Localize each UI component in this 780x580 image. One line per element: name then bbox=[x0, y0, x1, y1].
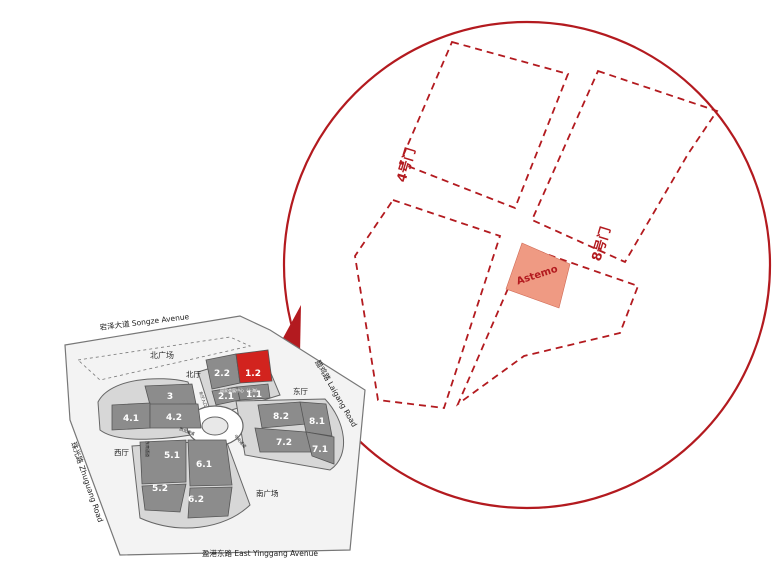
connector-label: 东厅入口 bbox=[198, 390, 209, 407]
hall-label: 7.2 bbox=[276, 438, 292, 448]
connector-label: 西北通道 bbox=[179, 425, 196, 436]
hall-1-2-block[interactable] bbox=[235, 349, 273, 384]
hall-1-1-block[interactable] bbox=[236, 383, 271, 401]
hall-8-1-block[interactable] bbox=[299, 401, 333, 437]
south-plaza-label: 南广场 bbox=[256, 488, 279, 498]
hall-label: 5.2 bbox=[152, 484, 168, 494]
hall-6-1-block[interactable] bbox=[187, 486, 233, 519]
hall-label: 3 bbox=[167, 392, 173, 402]
hall-label: 6.1 bbox=[196, 460, 212, 470]
block-northwest bbox=[398, 40, 570, 210]
hall-5-2-block[interactable] bbox=[139, 439, 187, 485]
hall-label: 4.2 bbox=[166, 413, 182, 423]
hall-label: 8.1 bbox=[309, 417, 325, 427]
block-southwest bbox=[354, 198, 502, 409]
north-plaza-label: 北广场 bbox=[150, 350, 174, 360]
astemo-booth[interactable]: Astemo bbox=[505, 242, 571, 309]
hall-label: 5.1 bbox=[164, 451, 180, 461]
highlight-caption: 国家会展中心（上海） bbox=[220, 387, 260, 393]
central-hub-inner bbox=[201, 416, 229, 436]
block-southeast bbox=[455, 245, 640, 407]
hall-label: 8.2 bbox=[273, 412, 289, 422]
connector-label: 东南通道 bbox=[145, 441, 151, 457]
east-hall-label: 东厅 bbox=[293, 386, 308, 396]
detail-view: 4号门 8号门 Astemo bbox=[282, 20, 772, 510]
hall-4-2-block[interactable] bbox=[149, 403, 202, 429]
road-south: 盈港东路 East Yinggang Avenue bbox=[202, 548, 318, 558]
hall-label: 2.1 bbox=[218, 392, 234, 402]
north-plaza-dashed bbox=[77, 336, 252, 381]
booth-shape[interactable] bbox=[505, 242, 571, 309]
north-hall-label: 北厅 bbox=[186, 370, 201, 379]
hall-labels: 2.2 1.2 2.1 1.1 3 4.1 4.2 8.2 8.1 7.2 7.… bbox=[123, 369, 328, 505]
hall-label: 6.2 bbox=[188, 495, 204, 505]
hall-label: 7.1 bbox=[312, 445, 328, 455]
hall-5-1-block[interactable] bbox=[141, 483, 187, 513]
hall-label: 1.1 bbox=[246, 390, 262, 400]
hall-6-2-block[interactable] bbox=[187, 439, 233, 487]
west-hall-label: 西厅 bbox=[114, 448, 129, 457]
hall-label: 2.2 bbox=[214, 369, 230, 379]
hall-label: 1.2 bbox=[245, 369, 261, 379]
hall-blocks bbox=[111, 349, 335, 519]
hall-label: 4.1 bbox=[123, 414, 139, 424]
hall-7-1-block[interactable] bbox=[305, 431, 335, 465]
area-labels: 北厅 东厅 西厅 南广场 bbox=[114, 370, 308, 498]
detail-aisles bbox=[354, 40, 719, 409]
